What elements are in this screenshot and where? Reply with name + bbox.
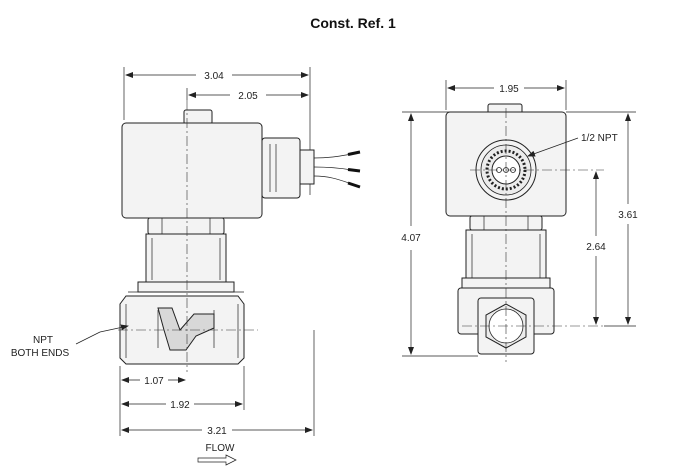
side-view: 3.04 2.05 <box>11 67 361 466</box>
flow-arrow-icon <box>197 454 237 466</box>
dimension-1-95: 1.95 <box>445 80 567 110</box>
dimension-3-61: 3.61 <box>566 111 638 327</box>
dim-coil-offset-label: 2.05 <box>238 91 258 102</box>
flow-indicator: FLOW <box>197 443 237 466</box>
coil-housing <box>121 122 263 219</box>
dim-overall-bottom-label: 3.21 <box>207 426 227 437</box>
dim-height-total-label: 4.07 <box>401 233 421 244</box>
npt-callout: NPT BOTH ENDS <box>11 324 129 359</box>
dim-port-center-label: 1.07 <box>144 376 164 387</box>
dim-width-label: 1.95 <box>499 84 519 95</box>
drawing-title: Const. Ref. 1 <box>310 15 396 31</box>
dimension-1-92: 1.92 <box>121 366 245 411</box>
half-npt-label: 1/2 NPT <box>581 133 618 144</box>
dimension-4-07: 4.07 <box>401 111 478 357</box>
lead-wires <box>313 150 361 189</box>
dimension-2-05: 2.05 <box>186 88 309 102</box>
dimension-3-21: 3.21 <box>121 330 315 437</box>
dimension-2-64: 2.64 <box>586 171 606 325</box>
flow-label: FLOW <box>206 443 235 454</box>
npt-label: NPT <box>33 335 53 346</box>
dim-overall-top-label: 3.04 <box>204 71 224 82</box>
wire-connector <box>261 137 301 199</box>
dim-height-center-label: 2.64 <box>586 242 606 253</box>
dim-height-upper-label: 3.61 <box>618 210 638 221</box>
both-ends-label: BOTH ENDS <box>11 348 70 359</box>
half-npt-callout: 1/2 NPT <box>527 133 618 157</box>
front-view: 1.95 1/2 NPT <box>401 80 638 362</box>
dim-body-width-label: 1.92 <box>170 400 190 411</box>
dimension-1-07: 1.07 <box>119 366 186 436</box>
hex-nut <box>147 217 225 235</box>
enclosing-tube <box>145 233 227 283</box>
